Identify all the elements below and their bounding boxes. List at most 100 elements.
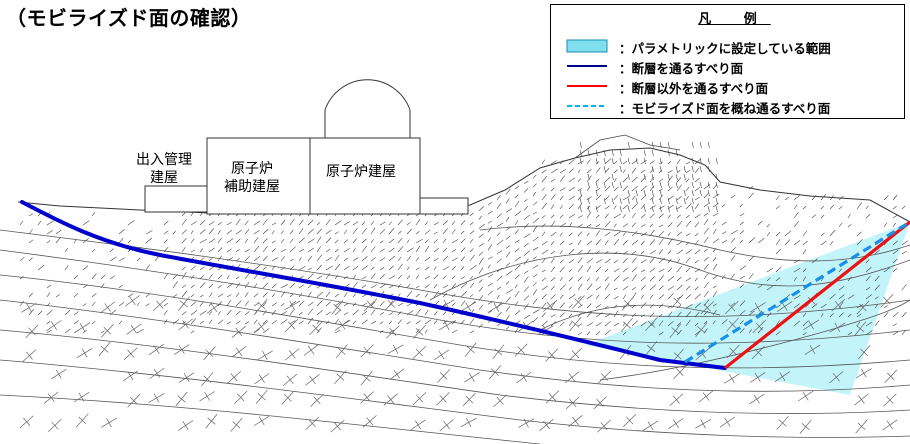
stress-cross [174, 344, 190, 355]
stress-vector [424, 245, 430, 253]
stress-vector [334, 301, 342, 307]
stress-vector [635, 189, 638, 197]
stress-cross [205, 413, 218, 429]
stress-vector [469, 254, 475, 262]
stress-vector [766, 286, 773, 291]
stress-vector [811, 258, 818, 264]
stress-vector [667, 181, 670, 189]
stress-vector [253, 255, 261, 262]
stress-vector [676, 221, 683, 228]
stress-vector [289, 320, 296, 325]
stress-vector [748, 185, 754, 190]
stress-vector [874, 249, 880, 255]
stress-vector [523, 223, 529, 229]
stress-vector [559, 168, 566, 174]
stress-vector [604, 167, 610, 174]
stress-vector [163, 319, 168, 325]
stress-cross [831, 298, 846, 312]
geologic-layer-lines [0, 225, 910, 444]
stress-vector [649, 229, 655, 237]
stress-vector [217, 230, 221, 235]
stress-vector [172, 281, 178, 289]
principal-stress-crosses [19, 293, 898, 434]
stress-vector [586, 240, 593, 246]
stress-vector [190, 238, 195, 244]
stress-vector [595, 189, 598, 197]
stress-vector [253, 265, 261, 271]
stress-vector [712, 320, 716, 325]
stress-vector [707, 197, 710, 205]
stress-vector [874, 304, 878, 309]
stress-vector [766, 312, 772, 318]
stress-vector [28, 292, 33, 298]
stress-vector [361, 228, 367, 235]
stress-vector [298, 257, 302, 262]
stress-vector [28, 257, 33, 262]
stress-vector [199, 320, 205, 325]
stress-vector [892, 222, 896, 228]
stress-cross [412, 346, 427, 360]
stress-vector [181, 219, 187, 226]
stress-vector [643, 189, 646, 197]
stress-vector [469, 264, 477, 271]
stress-vector [667, 186, 673, 192]
stress-vector [442, 275, 447, 280]
stress-vector [424, 329, 428, 334]
stress-vector [172, 273, 179, 280]
parametric-range-area [585, 222, 910, 395]
stress-vector [433, 274, 439, 280]
stress-cross [127, 393, 141, 408]
stress-cross [178, 372, 195, 383]
stress-cross [460, 417, 477, 428]
stress-vector [586, 258, 593, 264]
stress-vector [523, 214, 531, 220]
stress-vector [703, 227, 709, 235]
stress-vector [316, 291, 324, 298]
stress-vector [640, 269, 646, 273]
stress-vector [892, 268, 898, 273]
stress-vector [370, 221, 375, 226]
stress-vector [343, 229, 348, 235]
stress-vector [577, 265, 583, 273]
stress-cross [148, 343, 164, 356]
stress-vector [523, 233, 531, 238]
stress-vector [651, 197, 654, 205]
stress-vector [451, 283, 457, 289]
stress-cross [460, 301, 476, 312]
stress-vector [442, 284, 449, 289]
stress-cross [883, 393, 897, 407]
stress-vector [595, 312, 603, 318]
stress-vector [379, 283, 387, 289]
stress-vector [595, 331, 601, 336]
stress-vector [622, 214, 627, 219]
stress-cross [884, 369, 898, 384]
mobilized-slip-surface [684, 220, 910, 364]
stress-vector [190, 330, 195, 334]
stress-cross [203, 346, 216, 361]
stress-vector [541, 159, 546, 165]
stress-vector [793, 240, 801, 246]
stress-cross [330, 420, 345, 433]
stress-cross [669, 393, 684, 406]
stress-vector [559, 249, 563, 255]
stress-cross [234, 390, 248, 405]
stress-vector [514, 248, 520, 253]
stress-vector [622, 294, 627, 300]
stress-vector [298, 293, 303, 298]
stress-vector [514, 185, 520, 190]
stress-vector [793, 295, 801, 300]
stress-vector [847, 313, 852, 318]
stress-cross [568, 415, 583, 427]
stress-vector [460, 291, 467, 298]
stress-vector [694, 293, 701, 300]
stress-vector [676, 258, 681, 264]
stress-vector [829, 204, 835, 210]
stress-vector [424, 221, 429, 226]
stress-vector [775, 195, 780, 201]
stress-vector [847, 214, 851, 219]
stress-vector [568, 177, 576, 183]
stress-vector [316, 254, 323, 262]
stress-vector [649, 267, 656, 273]
stress-vector [433, 247, 439, 253]
stress-vector [334, 239, 339, 244]
